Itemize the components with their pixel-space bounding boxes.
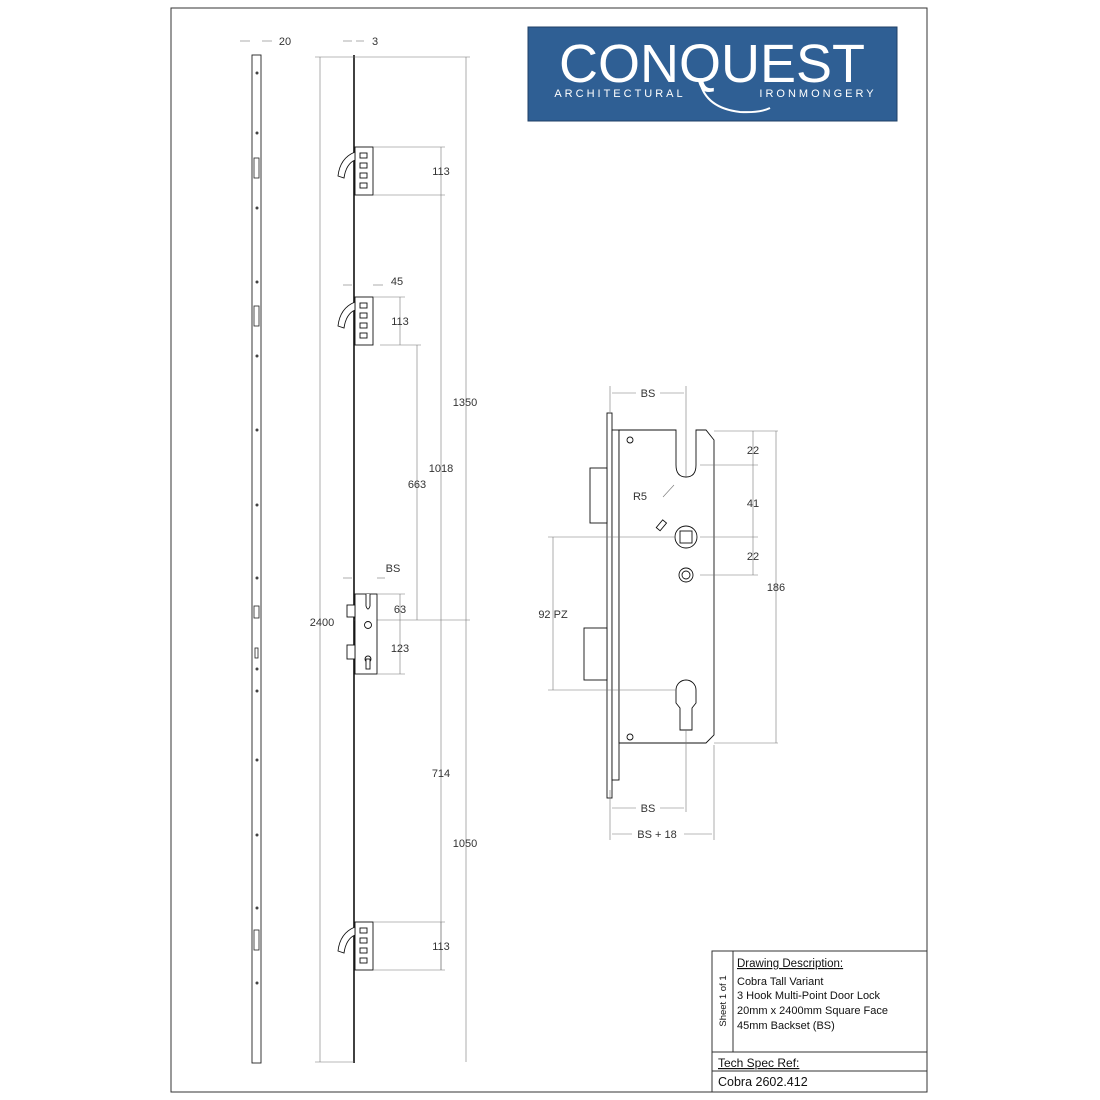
title-block: Sheet 1 of 1 Drawing Description: Cobra … (711, 950, 928, 1093)
logo-tagline-left: ARCHITECTURAL (554, 88, 685, 100)
title-sheet-number: Sheet 1 of 1 (718, 975, 729, 1026)
gearbox-side: BS 63 123 (343, 563, 409, 675)
dim-faceplate-width: 20 (279, 36, 291, 48)
conquest-logo: CONQUEST ARCHITECTURAL IRONMONGERY (527, 26, 898, 122)
dim-detail-186: 186 (767, 582, 785, 594)
dim-hook-mid-113: 113 (391, 316, 409, 328)
dim-hook-backset-45: 45 (391, 276, 403, 288)
hook-top: 113 (337, 146, 450, 196)
dim-detail-bs-top: BS (641, 388, 656, 400)
faceplate-latch-slot (253, 605, 260, 619)
dim-1050: 1050 (453, 838, 477, 850)
dim-gearbox-123: 123 (391, 643, 409, 655)
faceplate-screw-holes (255, 71, 259, 985)
dim-gearbox-bs: BS (386, 563, 401, 575)
faceplate-outline (251, 54, 262, 1064)
dim-faceplate-thickness: 3 (372, 36, 378, 48)
title-line-2: 3 Hook Multi-Point Door Lock (737, 990, 881, 1002)
logo-tagline-right: IRONMONGERY (759, 88, 876, 100)
detail-deadbolt (583, 627, 608, 681)
title-line-4: 45mm Backset (BS) (737, 1020, 835, 1032)
tech-spec-heading: Tech Spec Ref: (718, 1056, 799, 1070)
dim-detail-bs-bottom: BS (641, 803, 656, 815)
dim-714: 714 (432, 768, 450, 780)
faceplate-deadbolt-slot (254, 647, 259, 659)
logo-background (527, 26, 898, 122)
faceplate-front-view: 20 (240, 36, 291, 1064)
hook-mid: 113 45 (337, 276, 409, 346)
lock-case-detail: BS R5 22 41 22 186 92 PZ BS BS + 18 (538, 386, 785, 841)
dim-detail-92pz: 92 PZ (538, 609, 568, 621)
dim-hook-bottom-113: 113 (432, 941, 450, 953)
dim-detail-22-lower: 22 (747, 551, 759, 563)
logo-brand: CONQUEST (559, 34, 865, 94)
detail-latch (589, 467, 608, 524)
dim-detail-41: 41 (747, 498, 759, 510)
detail-faceplate (606, 412, 613, 799)
dim-detail-r5: R5 (633, 491, 647, 503)
detail-case-body (618, 429, 715, 744)
logo-swash (699, 81, 771, 114)
faceplate-hook-slot-top (253, 157, 260, 179)
dim-detail-bs-plus-18: BS + 18 (637, 829, 676, 841)
lock-side-view: 3 2400 1350 1018 663 113 (310, 36, 477, 1063)
dim-overall-length: 2400 (310, 617, 334, 629)
title-line-3: 20mm x 2400mm Square Face (737, 1005, 888, 1017)
title-line-1: Cobra Tall Variant (737, 976, 823, 988)
title-heading: Drawing Description: (737, 958, 843, 970)
dim-detail-22-top: 22 (747, 445, 759, 457)
dim-hook-top-113: 113 (432, 166, 450, 178)
tech-spec-value: Cobra 2602.412 (718, 1075, 808, 1089)
dim-1350: 1350 (453, 397, 477, 409)
sheet-border (170, 7, 928, 1093)
dim-gearbox-63: 63 (394, 604, 406, 616)
faceplate-hook-slot-mid (253, 305, 260, 327)
dim-1018: 1018 (429, 463, 453, 475)
hook-bottom: 113 (337, 921, 450, 971)
faceplate-hook-slot-bottom (253, 929, 260, 951)
dim-663: 663 (408, 479, 426, 491)
